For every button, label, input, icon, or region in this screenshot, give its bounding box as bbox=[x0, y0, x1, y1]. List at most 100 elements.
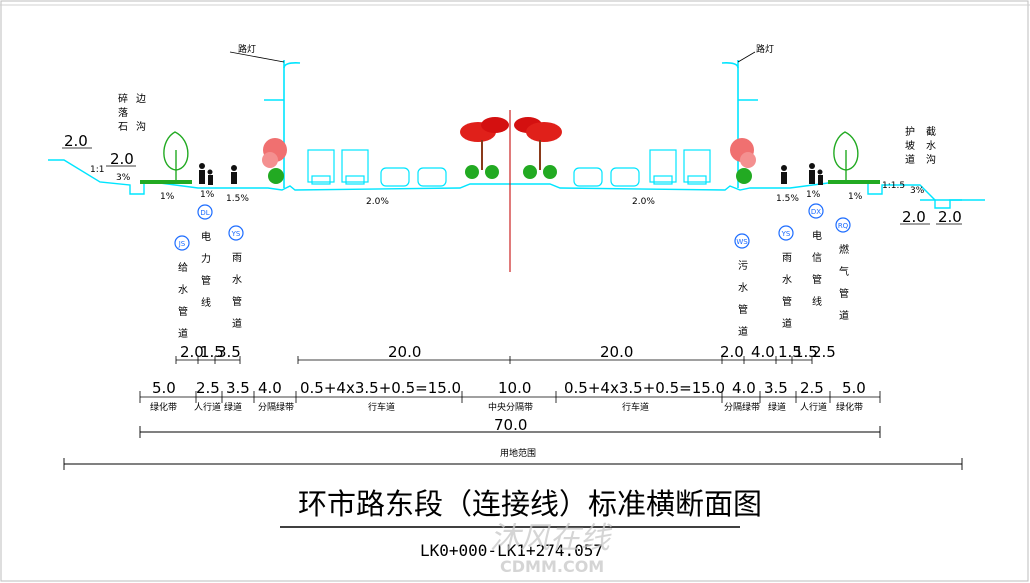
dim-right-ditch-1: 2.0 bbox=[902, 208, 926, 226]
hedge-left bbox=[140, 180, 192, 184]
row2-dim-name: 行车道 bbox=[622, 401, 649, 413]
drawing-title: 环市路东段（连接线）标准横断面图 bbox=[298, 487, 762, 521]
street-lamp-left-label: 路灯 bbox=[238, 43, 256, 55]
left-pipe-circle-ys bbox=[228, 225, 244, 241]
row1-dim-label: 1.5 bbox=[794, 343, 818, 361]
row2-dim-label: 5.0 bbox=[152, 379, 176, 397]
slope-left: 1:1 bbox=[90, 165, 104, 175]
grade-2pct-left: 2.0% bbox=[366, 197, 389, 207]
pedestrian-right bbox=[781, 163, 823, 185]
row1-dim-label: 1.5 bbox=[778, 343, 802, 361]
slope-right: 1:1.5 bbox=[882, 181, 905, 191]
right-ditch-col-2: 截水沟 bbox=[926, 125, 936, 166]
right-ditch-labels: 护坡道 截水沟 bbox=[905, 125, 936, 166]
row2-dim-label: 4.0 bbox=[258, 379, 282, 397]
grade-2pct-right: 2.0% bbox=[632, 197, 655, 207]
right-pipe-code-ys: YS bbox=[781, 230, 791, 238]
row1-dim-label: 3.5 bbox=[217, 343, 241, 361]
left-pipe-code-ys: YS bbox=[231, 230, 241, 238]
right-pipe-label-rq: 燃气管道 bbox=[839, 243, 849, 322]
row1-dim-label: 2.5 bbox=[812, 343, 836, 361]
left-pipe-circle-js bbox=[174, 235, 190, 251]
row2-dim-name: 分隔绿带 bbox=[724, 401, 760, 413]
grade-1pct-c: 1% bbox=[806, 190, 821, 200]
left-pipe-label-dl: 电力管线 bbox=[201, 230, 211, 309]
left-pipe-label-js: 给水管道 bbox=[178, 261, 188, 340]
row2-dim-label: 2.5 bbox=[800, 379, 824, 397]
row2-dim-label: 4.0 bbox=[732, 379, 756, 397]
row2-dim-label: 0.5+4x3.5+0.5=15.0 bbox=[564, 379, 725, 397]
right-pipe-circle-rq bbox=[835, 217, 851, 233]
grade-1pct-b: 1% bbox=[200, 190, 215, 200]
watermark-text: 沐风在线 bbox=[490, 521, 613, 556]
grade-15pct-right: 1.5% bbox=[776, 194, 799, 204]
land-use-label: 用地范围 bbox=[500, 447, 536, 459]
right-pipe-circle-dx bbox=[808, 203, 824, 219]
row2-dim-label: 5.0 bbox=[842, 379, 866, 397]
row2-dim-name: 人行道 bbox=[800, 401, 827, 413]
dim-right-ditch-2: 2.0 bbox=[938, 208, 962, 226]
row2-dim-name: 绿道 bbox=[768, 401, 786, 413]
row1-dim-label: 20.0 bbox=[388, 343, 421, 361]
vehicles-right bbox=[573, 149, 711, 187]
street-lamp-right-label: 路灯 bbox=[756, 43, 774, 55]
drawing-subtitle: LK0+000-LK1+274.057 bbox=[420, 541, 603, 560]
right-pipe-circle-ws bbox=[734, 233, 750, 249]
left-ditch-col-2: 边沟 bbox=[136, 93, 146, 133]
total-width: 70.0 bbox=[494, 416, 527, 434]
row1-dim-label: 2.0 bbox=[720, 343, 744, 361]
row2-dim-name: 分隔绿带 bbox=[258, 401, 294, 413]
hedge-right bbox=[828, 180, 880, 184]
pedestrian-left bbox=[199, 163, 237, 185]
grade-3pct-right: 3% bbox=[910, 186, 925, 196]
right-pipe-label-ws: 污水管道 bbox=[738, 260, 748, 338]
dim-left-ditch-2: 2.0 bbox=[110, 150, 134, 168]
median-trees bbox=[460, 117, 562, 179]
right-pipe-label-ys: 雨水管道 bbox=[782, 253, 792, 330]
row2-dim-label: 3.5 bbox=[226, 379, 250, 397]
row2-dim-name: 行车道 bbox=[368, 401, 395, 413]
row2-dim-label: 3.5 bbox=[764, 379, 788, 397]
row2-dim-label: 10.0 bbox=[498, 379, 531, 397]
row2-dim-name: 中央分隔带 bbox=[488, 401, 533, 413]
row2-dim-name: 绿化带 bbox=[836, 401, 863, 413]
row2-dim-name: 人行道 bbox=[194, 401, 221, 413]
right-pipe-code-ws: WS bbox=[736, 238, 748, 246]
right-pipe-label-dx: 电信管线 bbox=[812, 229, 822, 308]
grade-1pct-a: 1% bbox=[160, 192, 175, 202]
grade-15pct-left: 1.5% bbox=[226, 194, 249, 204]
left-upper-dims: 2.0 2.0 1:1 3% 1% 1% 1.5% 2.0% 2.0% 1.5%… bbox=[62, 132, 962, 226]
left-pipe-code-dl: DL bbox=[200, 209, 209, 217]
dim-left-ditch-1: 2.0 bbox=[64, 132, 88, 150]
watermark-url: CDMM.COM bbox=[500, 557, 604, 576]
row2-dim-label: 2.5 bbox=[196, 379, 220, 397]
side-tree-right bbox=[730, 138, 756, 184]
watermark: 沐风在线 CDMM.COM bbox=[490, 521, 613, 576]
left-pipe-circle-dl bbox=[197, 204, 213, 220]
green-tree-right bbox=[833, 131, 859, 184]
row2-dim-name: 绿道 bbox=[224, 401, 242, 413]
street-lamp-right bbox=[721, 51, 758, 188]
left-ditch-col-1: 碎落石 bbox=[118, 92, 128, 133]
dimension-row-2: 5.0 绿化带 2.5 人行道 3.5 绿道 4.0 分隔绿带 0.5+4x3.5+0.5=15… bbox=[139, 379, 881, 413]
right-pipe-code-rq: RQ bbox=[838, 222, 849, 230]
street-lamp-left bbox=[229, 51, 301, 188]
grade-1pct-d: 1% bbox=[848, 192, 863, 202]
left-ditch-labels: 碎落石 边沟 bbox=[118, 92, 146, 133]
row1-dim-label: 1.5 bbox=[200, 343, 224, 361]
right-pipe-circle-ys bbox=[778, 225, 794, 241]
side-tree-left bbox=[262, 138, 287, 184]
right-ditch-col-1: 护坡道 bbox=[905, 125, 915, 166]
row1-dim-label: 4.0 bbox=[751, 343, 775, 361]
row1-dim-label: 2.0 bbox=[180, 343, 204, 361]
green-tree-left bbox=[163, 131, 189, 184]
vehicles-left bbox=[307, 149, 447, 187]
row2-dim-name: 绿化带 bbox=[150, 401, 177, 413]
row2-dim-label: 0.5+4x3.5+0.5=15.0 bbox=[300, 379, 461, 397]
grade-3pct-left: 3% bbox=[116, 173, 131, 183]
